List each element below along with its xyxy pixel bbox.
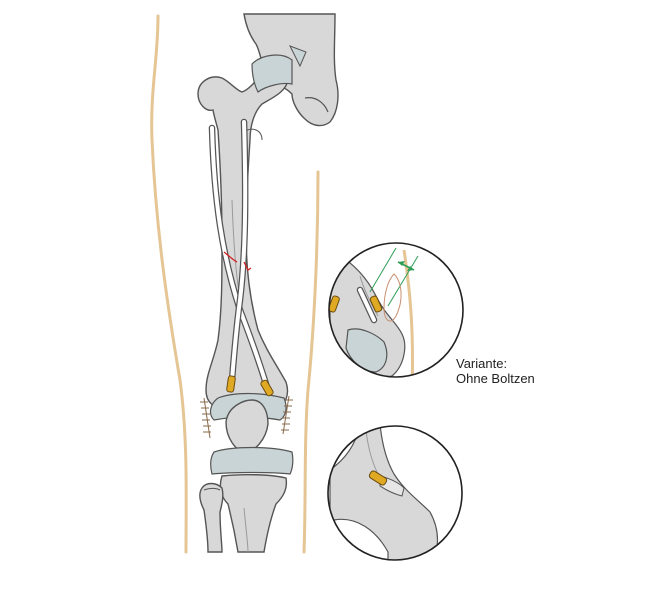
tibia <box>219 473 288 553</box>
detail-circle-end-cap <box>327 425 463 561</box>
sutures <box>200 395 293 439</box>
end-caps <box>226 375 274 397</box>
hip-cartilage <box>251 54 293 93</box>
tibia-cartilage <box>210 446 294 475</box>
annotation-without-bolts: Ohne Boltzen <box>456 371 535 386</box>
elastic-nails <box>208 118 270 388</box>
patella <box>225 399 269 453</box>
annotation-variant: Variante: <box>456 356 508 371</box>
fibula <box>199 482 224 553</box>
detail-circle-variant <box>328 242 464 378</box>
fracture-lines <box>223 251 252 271</box>
skin-outline <box>150 14 320 554</box>
